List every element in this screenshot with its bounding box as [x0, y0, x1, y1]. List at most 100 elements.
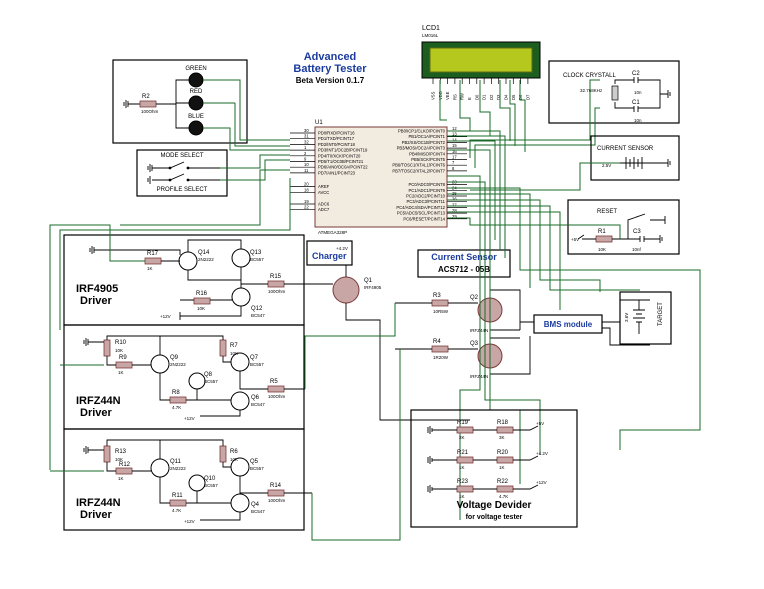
mcu-pin-number: 13	[452, 132, 457, 137]
target-label: TARGET	[658, 302, 664, 326]
q14-transistor-icon	[178, 251, 198, 271]
r17-resistor-icon	[144, 257, 162, 265]
r5-label: R5	[270, 379, 278, 385]
r18-resistor-icon	[496, 426, 514, 434]
charger-box	[306, 240, 353, 266]
r9-value: 1K	[118, 370, 124, 375]
mcu-part: ATMEGA328P	[318, 230, 347, 235]
q1-mosfet: Q1 IRF4905	[332, 265, 470, 421]
r12-resistor-icon	[115, 467, 133, 475]
r7-label: R7	[230, 343, 238, 349]
r12-value: 1K	[118, 476, 124, 481]
q8-part: BC557	[204, 379, 218, 384]
mcu-pin-number: 14	[452, 137, 457, 142]
r15-label: R15	[270, 274, 282, 280]
divider-v1: +5V	[536, 421, 544, 426]
mcu-pin-label: PB7/TOSC2/XTAL2/PCINT7	[392, 168, 445, 173]
acs712-box	[417, 249, 511, 278]
driver1-vcc: +12V	[160, 314, 171, 319]
r22-value: 4.7K	[499, 494, 508, 499]
crystal-freq: 32.768KHz	[580, 88, 603, 93]
led-group: GREEN RED BLUE R2 100Ohm	[123, 66, 290, 151]
r18-label: R18	[497, 420, 509, 426]
q13-part: BC557	[250, 257, 264, 262]
r13-label: R13	[115, 449, 127, 455]
q12-transistor-icon	[231, 287, 251, 307]
q14-part: 2N2222	[198, 257, 214, 262]
led-green-label: GREEN	[185, 66, 206, 72]
title-line2: Battery Tester	[293, 63, 367, 75]
divider-subtitle: for voltage tester	[466, 514, 523, 521]
r14-label: R14	[270, 483, 282, 489]
q5-transistor-icon	[230, 457, 250, 477]
r20-label: R20	[497, 450, 509, 456]
q12-part: BC547	[251, 313, 265, 318]
q5-part: BC557	[250, 466, 264, 471]
r14-resistor-icon	[267, 489, 285, 497]
lcd-name: LCD1	[422, 25, 440, 32]
r7-value: 10K	[230, 351, 238, 356]
q14-label: Q14	[198, 250, 210, 256]
clock-group: CLOCK CRYSTALL 32.768KHz C2 10n C1 10n	[469, 71, 671, 168]
q7-transistor-icon	[230, 352, 250, 372]
mcu-pin-label: PC1/ADC1/PCINT9	[408, 188, 445, 193]
q9-part: 2N2222	[170, 362, 186, 367]
r5-value: 100Ohm	[268, 394, 286, 399]
r16-value: 10K	[197, 306, 205, 311]
led-box	[112, 59, 248, 144]
q1-mosfet-icon	[332, 276, 360, 304]
r3-label: R3	[433, 293, 441, 299]
c3-value: 10nf	[632, 247, 642, 252]
r4-value: 1R20W	[433, 355, 449, 360]
mcu-pin-number: 32	[304, 139, 309, 144]
driver3-title-2: Driver	[80, 509, 113, 521]
q9-label: Q9	[170, 355, 179, 361]
reset-title: RESET	[597, 209, 617, 215]
q6-label: Q6	[251, 395, 260, 401]
r22-resistor-icon	[496, 485, 514, 493]
target-box	[619, 291, 672, 345]
r15-value: 100Ohm	[268, 289, 286, 294]
mcu-pin-label: PB2/SS/OC1B/PCINT2	[402, 140, 446, 145]
mcu-pin-label: PD2/INT0/PCINT18	[318, 142, 355, 147]
r20-value: 1K	[499, 465, 505, 470]
r4-label: R4	[433, 339, 441, 345]
r6-value: 10K	[230, 457, 238, 462]
mcu-pin-label: PB0/ICP1/CLKO/PCINT0	[398, 129, 446, 134]
mcu-pin-label: PD6/AIN0/OC0A/PCINT22	[318, 165, 368, 170]
r1-label: R1	[598, 229, 606, 235]
mcu-pin-label: PB6/TOSC1/XTAL1/PCINT6	[392, 163, 445, 168]
mcu-pin-label: PB5/SCK/PCINT5	[411, 157, 445, 162]
r2-resistor-icon	[139, 100, 157, 108]
target-voltage: 3.6V	[624, 313, 629, 322]
driver1: IRF4905 Driver R17 1K Q14 2N2222 Q13 BC5…	[49, 169, 333, 470]
mcu-pin-number: 18	[304, 187, 309, 192]
lcd-pin-label: D3	[496, 94, 501, 100]
r19-value: 2K	[459, 435, 465, 440]
mcu-pin-number: 26	[452, 197, 457, 202]
q5-label: Q5	[250, 459, 259, 465]
r23-value: 1K	[459, 494, 465, 499]
q11-label: Q11	[170, 459, 182, 465]
r10-label: R10	[115, 340, 127, 346]
switch-box	[136, 149, 228, 197]
r12-label: R12	[119, 462, 131, 468]
mcu-pin-label: PD3/INT1/OC2B/PCINT19	[318, 148, 368, 153]
q1-label: Q1	[364, 278, 373, 284]
q7-label: Q7	[250, 355, 259, 361]
lcd-pin-label: D1	[482, 94, 487, 100]
bms-box	[533, 314, 603, 334]
r18-value: 3K	[499, 435, 505, 440]
r17-label: R17	[147, 251, 159, 257]
current-sensor-group: CURRENT SENSOR 2.5V	[470, 146, 671, 191]
bms-label: BMS module	[544, 320, 593, 329]
target-battery: 3.6V TARGET	[624, 300, 664, 334]
r8-value: 4.7K	[172, 405, 181, 410]
charger-label: Charger	[312, 251, 347, 261]
q11-transistor-icon	[150, 458, 170, 478]
r11-label: R11	[172, 493, 183, 499]
divider-v3: +12V	[536, 480, 547, 485]
mcu-pin-number: 16	[452, 149, 457, 154]
